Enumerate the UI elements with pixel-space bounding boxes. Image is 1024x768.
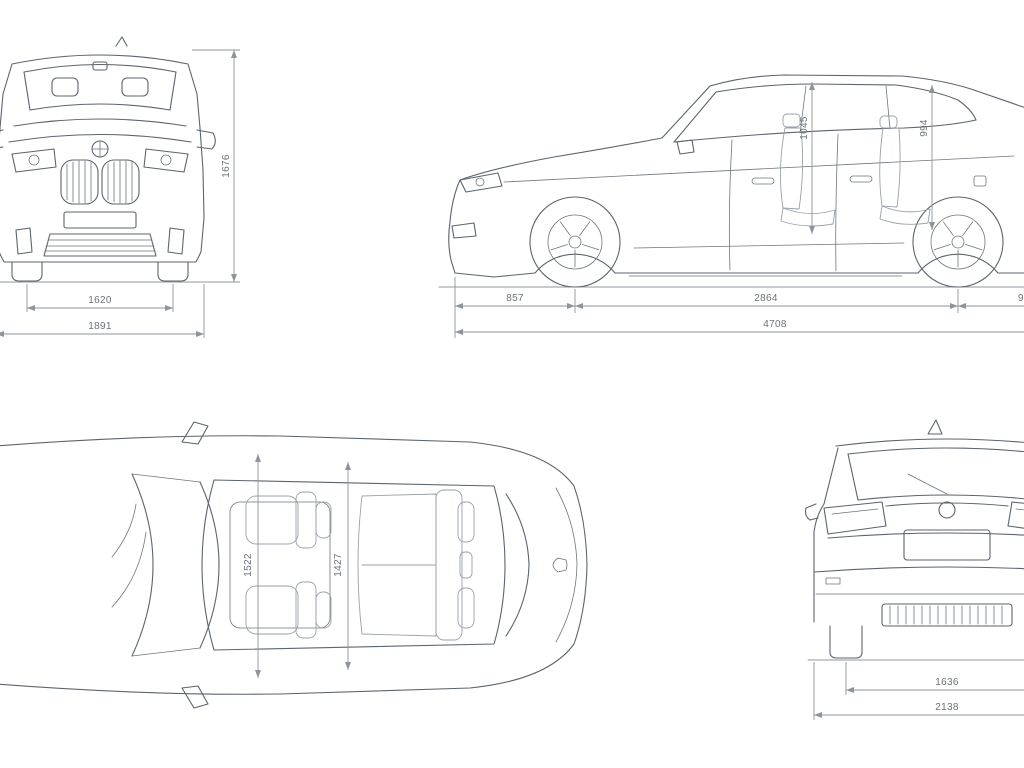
dim-wheelbase-label: 2864 <box>754 293 778 304</box>
kidney-grille-left <box>60 159 99 205</box>
rear-seat-back <box>879 127 901 208</box>
front-seat-headrest <box>782 113 801 128</box>
headrest-right <box>121 77 149 97</box>
front-door-line <box>728 139 733 271</box>
greenhouse <box>673 83 977 143</box>
mirror-top <box>181 421 209 445</box>
top-dimensions: 1522 1427 <box>243 454 351 678</box>
wheel-rear <box>912 196 1004 288</box>
dim-width-incl-mirrors-label: 2138 <box>935 702 959 713</box>
dim-overall-width-label: 1891 <box>88 321 112 332</box>
rear-seat-headrest <box>879 115 898 129</box>
front-intake <box>451 222 477 239</box>
rear-view-car-body <box>804 419 1024 659</box>
antenna-fin-icon <box>927 419 943 435</box>
front-seat-cushion <box>780 207 836 227</box>
dim-rear-headroom-label: 994 <box>919 119 930 137</box>
front-dimensions: 1676 1620 1891 <box>0 49 240 338</box>
door-handle-front <box>751 177 775 185</box>
rear-wiper <box>907 473 948 495</box>
front-headrest-left <box>315 501 332 539</box>
dim-rear-overhang-label: 9 <box>1018 293 1024 304</box>
beltline <box>673 119 977 143</box>
sunroof <box>229 501 331 629</box>
bumper-top-line <box>813 566 1024 573</box>
front-view-car-body <box>0 36 216 282</box>
rear-door-line <box>835 133 839 272</box>
top-view-car-body <box>0 421 588 709</box>
side-vent-left <box>15 227 33 255</box>
wheel-rear-left <box>829 625 863 659</box>
tailgate-top-line <box>885 502 1009 507</box>
dim-height-label: 1676 <box>221 154 232 178</box>
rear-dimensions: 1636 2138 <box>813 662 1024 720</box>
reflector-left <box>825 577 841 585</box>
headlight-left <box>11 148 57 173</box>
wheel-front-right <box>157 261 189 282</box>
rear-bench-cushion <box>357 493 437 637</box>
windshield-top-arc <box>199 481 220 649</box>
rear-seat-cushion <box>879 205 931 225</box>
lower-diffuser <box>881 603 1013 627</box>
mirror-bottom <box>181 685 209 709</box>
door-handle-rear <box>849 175 873 183</box>
tailgate-mid-line <box>827 532 1024 539</box>
side-mirror <box>676 139 695 155</box>
dim-overall-length-label: 4708 <box>763 319 787 330</box>
windshield <box>23 63 177 111</box>
rear-window <box>847 447 1024 501</box>
side-interior-seats <box>779 113 931 227</box>
dim-rear-interior-width-label: 1427 <box>333 553 344 577</box>
top-view-interior <box>245 489 475 641</box>
lower-air-intake <box>43 233 157 257</box>
wheel-front <box>529 196 621 288</box>
license-plate-recess <box>63 211 137 229</box>
fuel-door <box>973 175 987 187</box>
headrest-left <box>51 77 79 97</box>
roof-antenna-icon <box>552 557 568 573</box>
rear-window-arc <box>505 493 530 637</box>
tailgate-arc <box>555 487 578 643</box>
front-seat-back-left <box>295 491 317 549</box>
kidney-grille-right <box>101 159 140 205</box>
antenna-fin-icon <box>115 36 128 47</box>
dim-front-interior-width-label: 1522 <box>243 553 254 577</box>
rear-headrest-left <box>457 501 475 543</box>
headlight-right <box>143 148 189 173</box>
taillight-left <box>823 501 887 535</box>
dim-rear-track-label: 1636 <box>935 677 959 688</box>
headlight <box>459 172 503 193</box>
b-pillar <box>799 85 807 134</box>
front-seat-cushion-right <box>245 585 299 635</box>
dim-front-headroom-label: 1045 <box>799 116 810 140</box>
rear-headrest-center <box>459 551 473 579</box>
side-view: 1045 994 857 2864 9 4708 <box>438 74 1024 338</box>
rearview-mirror <box>92 61 108 71</box>
side-dimensions: 1045 994 857 2864 9 4708 <box>454 82 1024 338</box>
side-vent-right <box>167 227 185 255</box>
mirror-left <box>0 129 4 148</box>
rear-headrest-right <box>457 587 475 629</box>
front-seat-back <box>779 127 804 210</box>
license-plate-recess <box>903 529 991 561</box>
wheel-front-left <box>11 261 43 282</box>
roof-outline <box>201 479 506 651</box>
rear-view: 1636 2138 <box>804 419 1024 720</box>
brand-roundel-icon <box>938 501 956 519</box>
mirror-left <box>804 503 819 521</box>
front-headrest-right <box>315 591 332 629</box>
taillight-right <box>1007 501 1024 529</box>
dim-track-width-label: 1620 <box>88 295 112 306</box>
c-pillar <box>885 85 891 130</box>
wipers <box>111 503 147 608</box>
dim-front-overhang-label: 857 <box>506 293 524 304</box>
side-view-car-body <box>448 74 1024 278</box>
mirror-right <box>196 129 216 150</box>
cowl-arc <box>131 473 154 657</box>
top-view: 1522 1427 <box>0 421 588 709</box>
front-view: 1676 1620 1891 <box>0 36 240 338</box>
front-seat-cushion-left <box>245 495 299 545</box>
front-seat-back-right <box>295 581 317 639</box>
lower-crease <box>633 242 905 249</box>
